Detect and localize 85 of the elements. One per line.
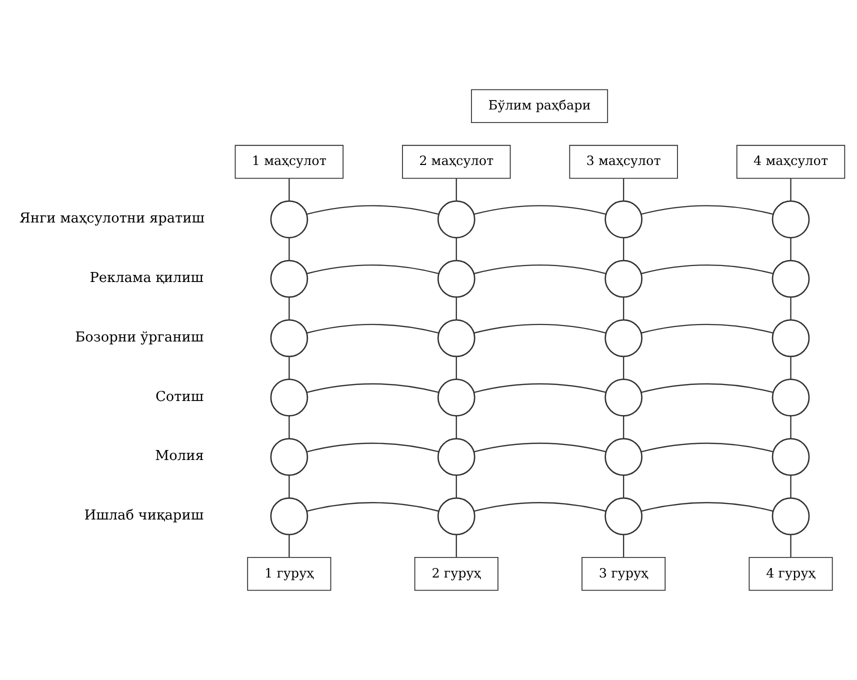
- node-circle: [772, 497, 810, 536]
- connector: [474, 502, 606, 512]
- connector: [622, 475, 624, 498]
- node-circle: [270, 378, 308, 417]
- connector: [790, 356, 792, 380]
- node-circle: [270, 260, 308, 298]
- node-box: 1 маҳсулот: [234, 144, 344, 179]
- node-circle: [437, 319, 476, 358]
- connector: [622, 534, 624, 558]
- node-box: 1 гуруҳ: [247, 557, 332, 591]
- connector: [288, 297, 290, 320]
- connector: [641, 502, 774, 512]
- connector: [641, 264, 774, 274]
- node-box: 4 гуруҳ: [748, 557, 833, 591]
- connector: [641, 205, 774, 215]
- node-box: 3 маҳсулот: [569, 144, 678, 179]
- node-circle: [604, 260, 643, 298]
- connector: [306, 324, 439, 334]
- node-circle: [437, 497, 476, 536]
- connector: [790, 238, 792, 260]
- node-circle: [270, 200, 308, 238]
- connector: [622, 416, 624, 439]
- node-circle: [604, 378, 643, 417]
- label: Сотиш: [155, 388, 204, 405]
- connector: [622, 356, 624, 380]
- node-circle: [772, 378, 810, 417]
- connector: [288, 475, 290, 498]
- connector: [306, 205, 439, 215]
- node-box: 4 маҳсулот: [736, 144, 846, 179]
- connector: [474, 205, 606, 215]
- connector: [474, 324, 606, 334]
- node-circle: [772, 260, 810, 298]
- node-circle: [772, 200, 810, 238]
- connector: [474, 383, 606, 393]
- node-circle: [604, 319, 643, 358]
- node-circle: [270, 497, 308, 536]
- connector: [456, 356, 457, 380]
- connector: [456, 534, 457, 558]
- connector: [288, 178, 290, 201]
- connector: [306, 502, 439, 512]
- node-circle: [772, 319, 810, 358]
- connector: [456, 178, 457, 201]
- node-circle: [437, 260, 476, 298]
- connector: [456, 416, 457, 439]
- connector: [641, 324, 774, 334]
- connector: [456, 297, 457, 320]
- connector: [474, 442, 606, 452]
- node-circle: [604, 200, 643, 238]
- label: Ишлаб чиқариш: [84, 508, 204, 524]
- node-circle: [270, 319, 308, 358]
- connector: [456, 238, 457, 260]
- connector: [622, 238, 624, 260]
- label: Бозорни ўрганиш: [75, 329, 204, 346]
- connector: [456, 475, 457, 498]
- node-circle: [604, 497, 643, 536]
- connector: [306, 442, 439, 452]
- node-circle: [437, 378, 476, 417]
- connector: [622, 297, 624, 320]
- connector: [288, 534, 290, 558]
- node-box: 2 гуруҳ: [414, 557, 498, 591]
- label: Молия: [155, 448, 204, 464]
- label: Реклама қилиш: [90, 270, 204, 286]
- node-circle: [604, 438, 643, 476]
- connector: [641, 383, 774, 393]
- connector: [790, 416, 792, 439]
- connector: [306, 383, 439, 393]
- connector: [288, 416, 290, 439]
- connector: [790, 534, 792, 558]
- label: Янги маҳсулотни яратиш: [19, 210, 204, 227]
- node-box: 2 маҳсулот: [402, 144, 511, 179]
- node-box: 3 гуруҳ: [582, 557, 666, 591]
- connector: [622, 178, 624, 201]
- connector: [790, 475, 792, 498]
- node-circle: [437, 200, 476, 238]
- connector: [474, 264, 606, 274]
- connector: [641, 442, 774, 452]
- connector: [306, 264, 439, 274]
- node-circle: [772, 438, 810, 476]
- connector: [790, 297, 792, 320]
- node-circle: [437, 438, 476, 476]
- connector: [288, 238, 290, 260]
- node-box: Бўлим раҳбари: [470, 89, 608, 123]
- node-circle: [270, 438, 308, 476]
- connector: [790, 178, 792, 201]
- connector: [288, 356, 290, 380]
